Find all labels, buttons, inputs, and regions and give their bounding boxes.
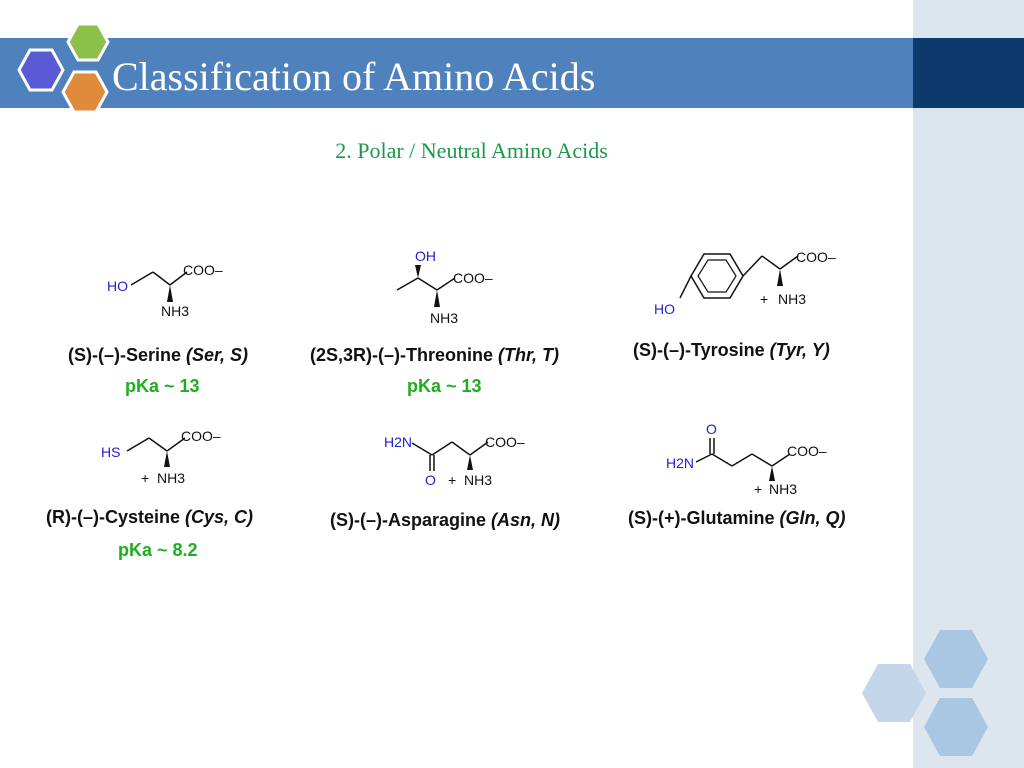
slide-subtitle: 2. Polar / Neutral Amino Acids [335, 138, 608, 163]
glutamine-h2n-label: H2N [666, 455, 694, 471]
glutamine-carboxylate-label: COO– [787, 443, 827, 459]
serine-ho-label: HO [107, 278, 128, 294]
serine-carboxylate-label: COO– [183, 262, 223, 278]
cysteine-hs-label: HS [101, 444, 120, 460]
tyrosine-structure: HO COO– + NH3 [654, 249, 836, 317]
title-bar [0, 38, 913, 108]
asparagine-structure: H2N O COO– + NH3 [384, 434, 525, 488]
cysteine-structure: HS COO– + NH3 [101, 428, 221, 486]
slide-title: Classification of Amino Acids [112, 54, 596, 99]
threonine-oh-label: OH [415, 248, 436, 264]
asparagine-oxygen-label: O [425, 472, 436, 488]
glutamine-name: (S)-(+)-Glutamine (Gln, Q) [628, 508, 846, 528]
cysteine-carboxylate-label: COO– [181, 428, 221, 444]
hexagon-logo-icon [17, 22, 110, 114]
glutamine-charge-label: + [754, 481, 762, 497]
asparagine-name: (S)-(–)-Asparagine (Asn, N) [330, 510, 561, 530]
title-bar-accent [913, 38, 1024, 108]
decorative-hexagons-icon [862, 630, 988, 756]
glutamine-oxygen-label: O [706, 421, 717, 437]
tyrosine-ho-label: HO [654, 301, 675, 317]
threonine-carboxylate-label: COO– [453, 270, 493, 286]
glutamine-structure: O H2N COO– + NH3 [666, 421, 827, 497]
serine-structure: HO COO– NH3 [107, 262, 223, 319]
cysteine-pka: pKa ~ 8.2 [118, 540, 198, 560]
threonine-amine-label: NH3 [430, 310, 458, 326]
tyrosine-amine-label: NH3 [778, 291, 806, 307]
serine-pka: pKa ~ 13 [125, 376, 200, 396]
tyrosine-name: (S)-(–)-Tyrosine (Tyr, Y) [633, 340, 830, 360]
tyrosine-carboxylate-label: COO– [796, 249, 836, 265]
tyrosine-charge-label: + [760, 291, 768, 307]
threonine-pka: pKa ~ 13 [407, 376, 482, 396]
threonine-structure: OH COO– NH3 [396, 248, 493, 326]
cysteine-charge-label: + [141, 470, 149, 486]
cysteine-name: (R)-(–)-Cysteine (Cys, C) [46, 507, 254, 527]
asparagine-amine-label: NH3 [464, 472, 492, 488]
threonine-name: (2S,3R)-(–)-Threonine (Thr, T) [310, 345, 560, 365]
serine-amine-label: NH3 [161, 303, 189, 319]
cysteine-amine-label: NH3 [157, 470, 185, 486]
asparagine-charge-label: + [448, 472, 456, 488]
asparagine-carboxylate-label: COO– [485, 434, 525, 450]
glutamine-amine-label: NH3 [769, 481, 797, 497]
serine-name: (S)-(–)-Serine (Ser, S) [68, 345, 249, 365]
asparagine-h2n-label: H2N [384, 434, 412, 450]
